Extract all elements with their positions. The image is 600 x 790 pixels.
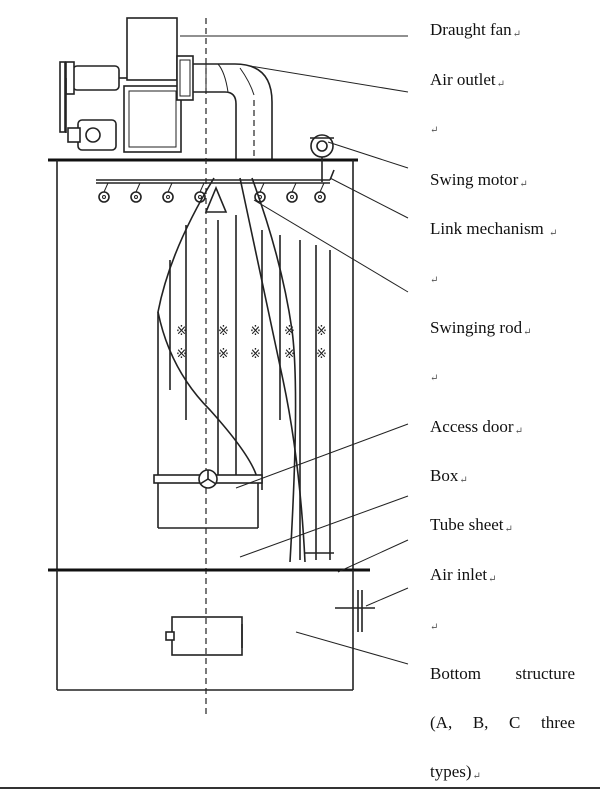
svg-text:※: ※ [250,324,261,339]
page-bottom-border [0,787,600,789]
paragraph-mark-icon: ↵ [519,179,528,190]
svg-text:※: ※ [176,324,187,339]
air-outlet-duct [193,63,273,160]
label-access-door: Access door↵ [430,417,523,437]
leader-air-outlet [249,65,409,93]
paragraph-mark-icon: ↵ [488,574,497,585]
paragraph-mark-icon: ↵ [430,373,439,384]
label-draught-fan: Draught fan↵ [430,20,522,40]
swing-motor [310,134,334,182]
paragraph-mark-icon: ↵ [459,475,468,486]
paragraph-mark-icon: ↵ [472,771,481,782]
label-tube-sheet: Tube sheet↵ [430,515,513,535]
paragraph-mark-icon: ↵ [430,275,439,286]
leader-swinging-rod [253,199,409,293]
access-door [153,312,263,529]
label-air-outlet: Air outlet↵ [430,70,506,90]
fan-motor [59,61,127,151]
label-air-inlet: Air inlet↵ [430,565,497,585]
paragraph-mark-icon: ↵ [549,228,558,239]
bottom-structure [56,570,354,691]
paragraph-mark-icon: ↵ [523,327,532,338]
leader-lines [180,35,409,665]
paragraph-mark-icon: ↵ [430,622,439,633]
link-mechanism [96,169,335,203]
leader-tube-sheet [337,539,409,573]
svg-text:※: ※ [284,324,295,339]
leader-link-mechanism [329,177,409,219]
paragraph-mark-icon: ↵ [430,125,439,136]
filter-symbols: ※ ※ ※ ※ ※ ※ ※ ※ ※ ※ [176,324,327,362]
paragraph-mark-icon: ↵ [504,524,513,535]
leader-air-inlet [365,587,409,607]
draught-fan [123,17,194,153]
label-swing-motor: Swing motor↵ [430,170,528,190]
paragraph-mark-icon: ↵ [496,79,506,90]
leader-access-door [235,423,409,489]
leader-swing-motor [327,141,409,169]
main-box [56,160,354,570]
svg-text:※: ※ [316,347,327,362]
svg-text:※: ※ [284,347,295,362]
label-bottom-structure-line3: types)↵ [430,762,481,782]
label-link-mechanism: Link mechanism ↵ [430,219,558,239]
leader-bottom-structure [295,631,409,665]
svg-text:※: ※ [218,347,229,362]
label-swinging-rod: Swinging rod↵ [430,318,532,338]
leader-box [239,495,409,558]
paragraph-mark-icon: ↵ [514,426,523,437]
air-inlet [335,590,375,632]
label-box: Box↵ [430,466,468,486]
cutaway-curves [157,177,306,563]
paragraph-mark-icon: ↵ [512,29,522,40]
filter-bags [169,185,334,560]
svg-text:※: ※ [176,347,187,362]
svg-text:※: ※ [218,324,229,339]
svg-text:※: ※ [250,347,261,362]
svg-text:※: ※ [316,324,327,339]
